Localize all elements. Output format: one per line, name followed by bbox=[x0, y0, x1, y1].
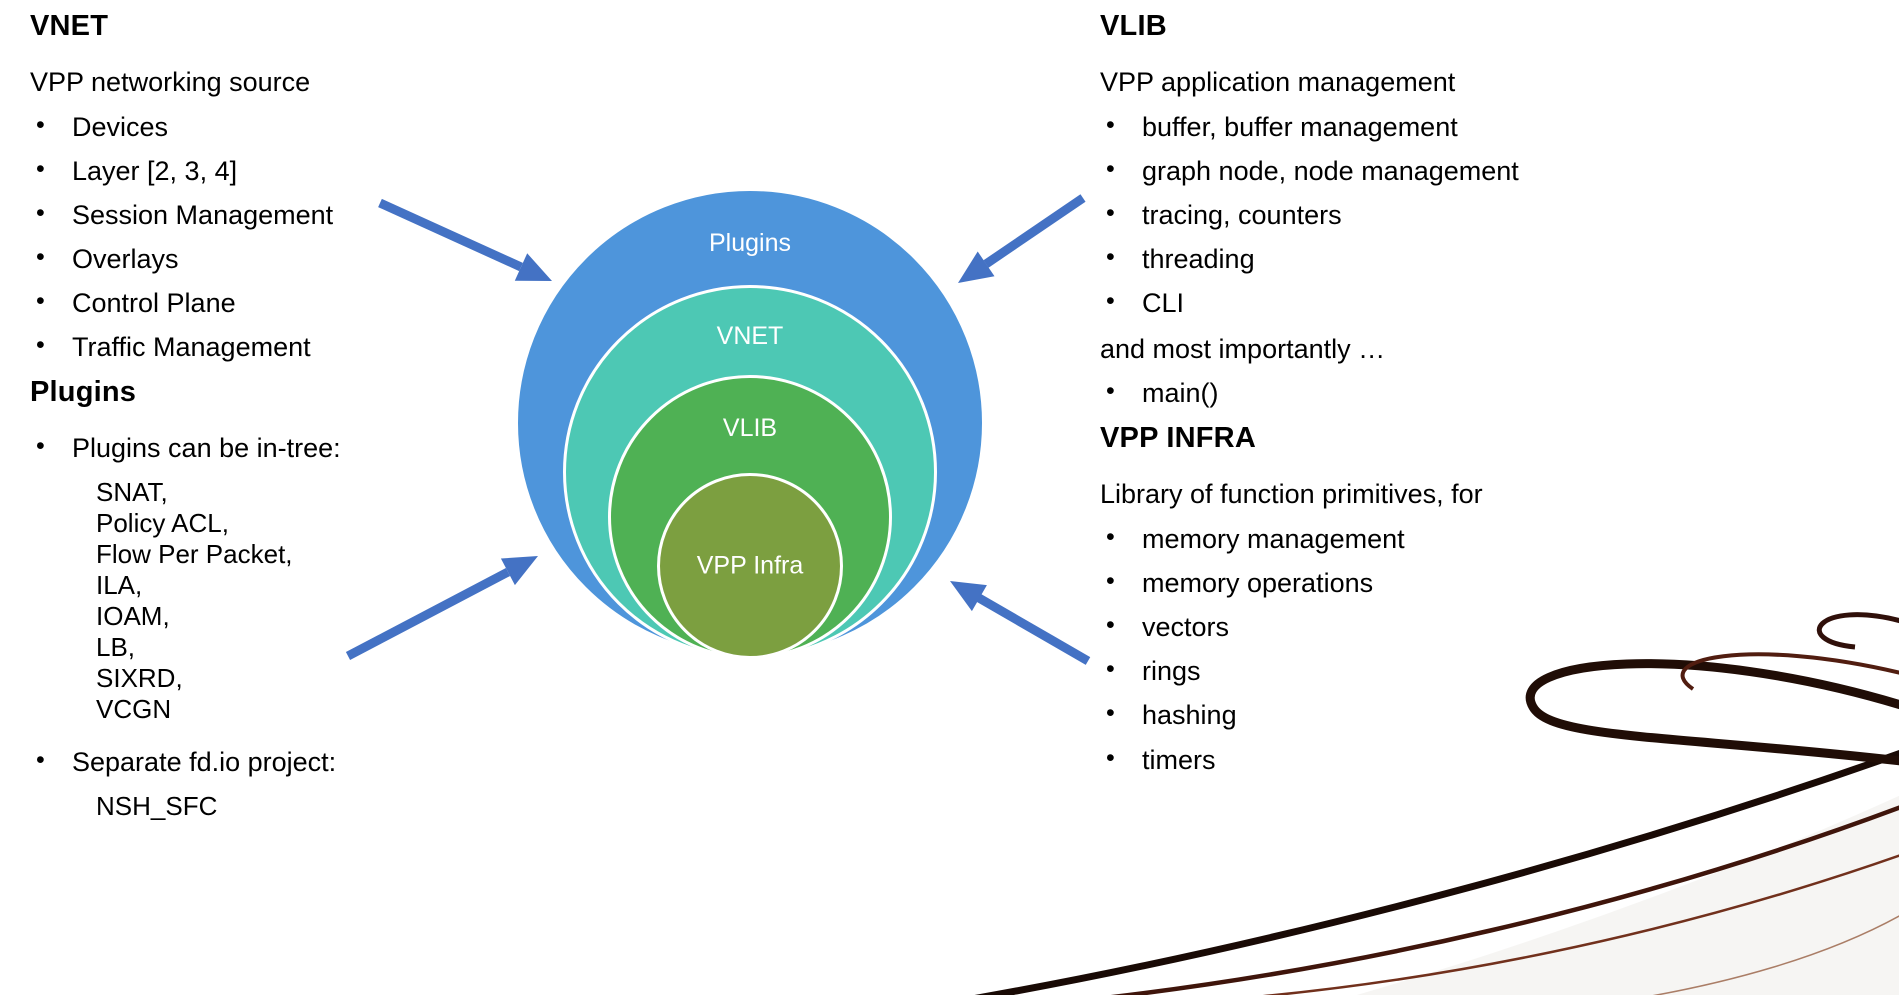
ring-label-vnet: VNET bbox=[716, 322, 784, 350]
list-item: CLI bbox=[1100, 287, 1620, 319]
vlib-list: buffer, buffer management graph node, no… bbox=[1100, 111, 1620, 319]
vpp-infra-heading: VPP INFRA bbox=[1100, 422, 1256, 455]
sublist-item: Flow Per Packet, bbox=[96, 539, 293, 570]
vlib-heading: VLIB bbox=[1100, 10, 1167, 42]
list-item: memory management bbox=[1100, 523, 1620, 555]
list-item: hashing bbox=[1100, 699, 1620, 731]
sublist-item: VCGN bbox=[96, 694, 172, 725]
list-item: Plugins can be in-tree: bbox=[30, 432, 500, 464]
list-item: graph node, node management bbox=[1100, 155, 1620, 187]
ring-label-vpp-infra: VPP Infra bbox=[696, 551, 804, 580]
vlib-subtitle: VPP application management bbox=[1100, 67, 1456, 97]
plugins-intree-list: SNAT, Policy ACL, Flow Per Packet, ILA, … bbox=[96, 477, 500, 725]
sublist-item: Policy ACL, bbox=[96, 508, 229, 539]
sublist-item: LB, bbox=[96, 632, 136, 663]
sublist-item: NSH_SFC bbox=[96, 791, 218, 822]
list-item: vectors bbox=[1100, 611, 1620, 643]
sublist-item: SIXRD, bbox=[96, 663, 183, 694]
list-item: Separate fd.io project: bbox=[30, 746, 500, 778]
plugins-separate-list: NSH_SFC bbox=[96, 791, 500, 822]
list-item: tracing, counters bbox=[1100, 199, 1620, 231]
list-item: Traffic Management bbox=[30, 331, 500, 363]
vlib-tagline-list: main() bbox=[1100, 377, 1620, 409]
plugins-separate-label: Separate fd.io project: bbox=[30, 746, 500, 778]
list-item: Control Plane bbox=[30, 287, 500, 319]
list-item: Devices bbox=[30, 111, 500, 143]
vnet-list: Devices Layer [2, 3, 4] Session Manageme… bbox=[30, 111, 500, 363]
sublist-item: SNAT, bbox=[96, 477, 168, 508]
plugins-intree-label: Plugins can be in-tree: bbox=[30, 432, 500, 464]
arrow-bottom-right bbox=[950, 581, 1091, 665]
list-item: buffer, buffer management bbox=[1100, 111, 1620, 143]
vnet-heading: VNET bbox=[30, 10, 109, 42]
vpp-infra-list: memory management memory operations vect… bbox=[1100, 523, 1620, 776]
sublist-item: ILA, bbox=[96, 570, 143, 601]
list-item: threading bbox=[1100, 243, 1620, 275]
list-item: rings bbox=[1100, 655, 1620, 687]
list-item: Layer [2, 3, 4] bbox=[30, 155, 500, 187]
list-item: Overlays bbox=[30, 243, 500, 275]
right-column: VLIB VPP application management buffer, … bbox=[1100, 10, 1620, 789]
ring-label-plugins: Plugins bbox=[709, 229, 791, 257]
ring-vpp-infra: VPP Infra bbox=[657, 473, 843, 659]
list-item: Session Management bbox=[30, 199, 500, 231]
plugins-heading: Plugins bbox=[30, 376, 137, 409]
vnet-subtitle: VPP networking source bbox=[30, 67, 311, 97]
sublist-item: IOAM, bbox=[96, 601, 170, 632]
list-item: timers bbox=[1100, 744, 1620, 776]
vpp-infra-subtitle: Library of function primitives, for bbox=[1100, 479, 1483, 510]
vlib-tagline: and most importantly … bbox=[1100, 334, 1386, 365]
ring-label-vlib: VLIB bbox=[722, 414, 778, 442]
left-column: VNET VPP networking source Devices Layer… bbox=[30, 10, 500, 836]
list-item: main() bbox=[1100, 377, 1620, 409]
list-item: memory operations bbox=[1100, 567, 1620, 599]
